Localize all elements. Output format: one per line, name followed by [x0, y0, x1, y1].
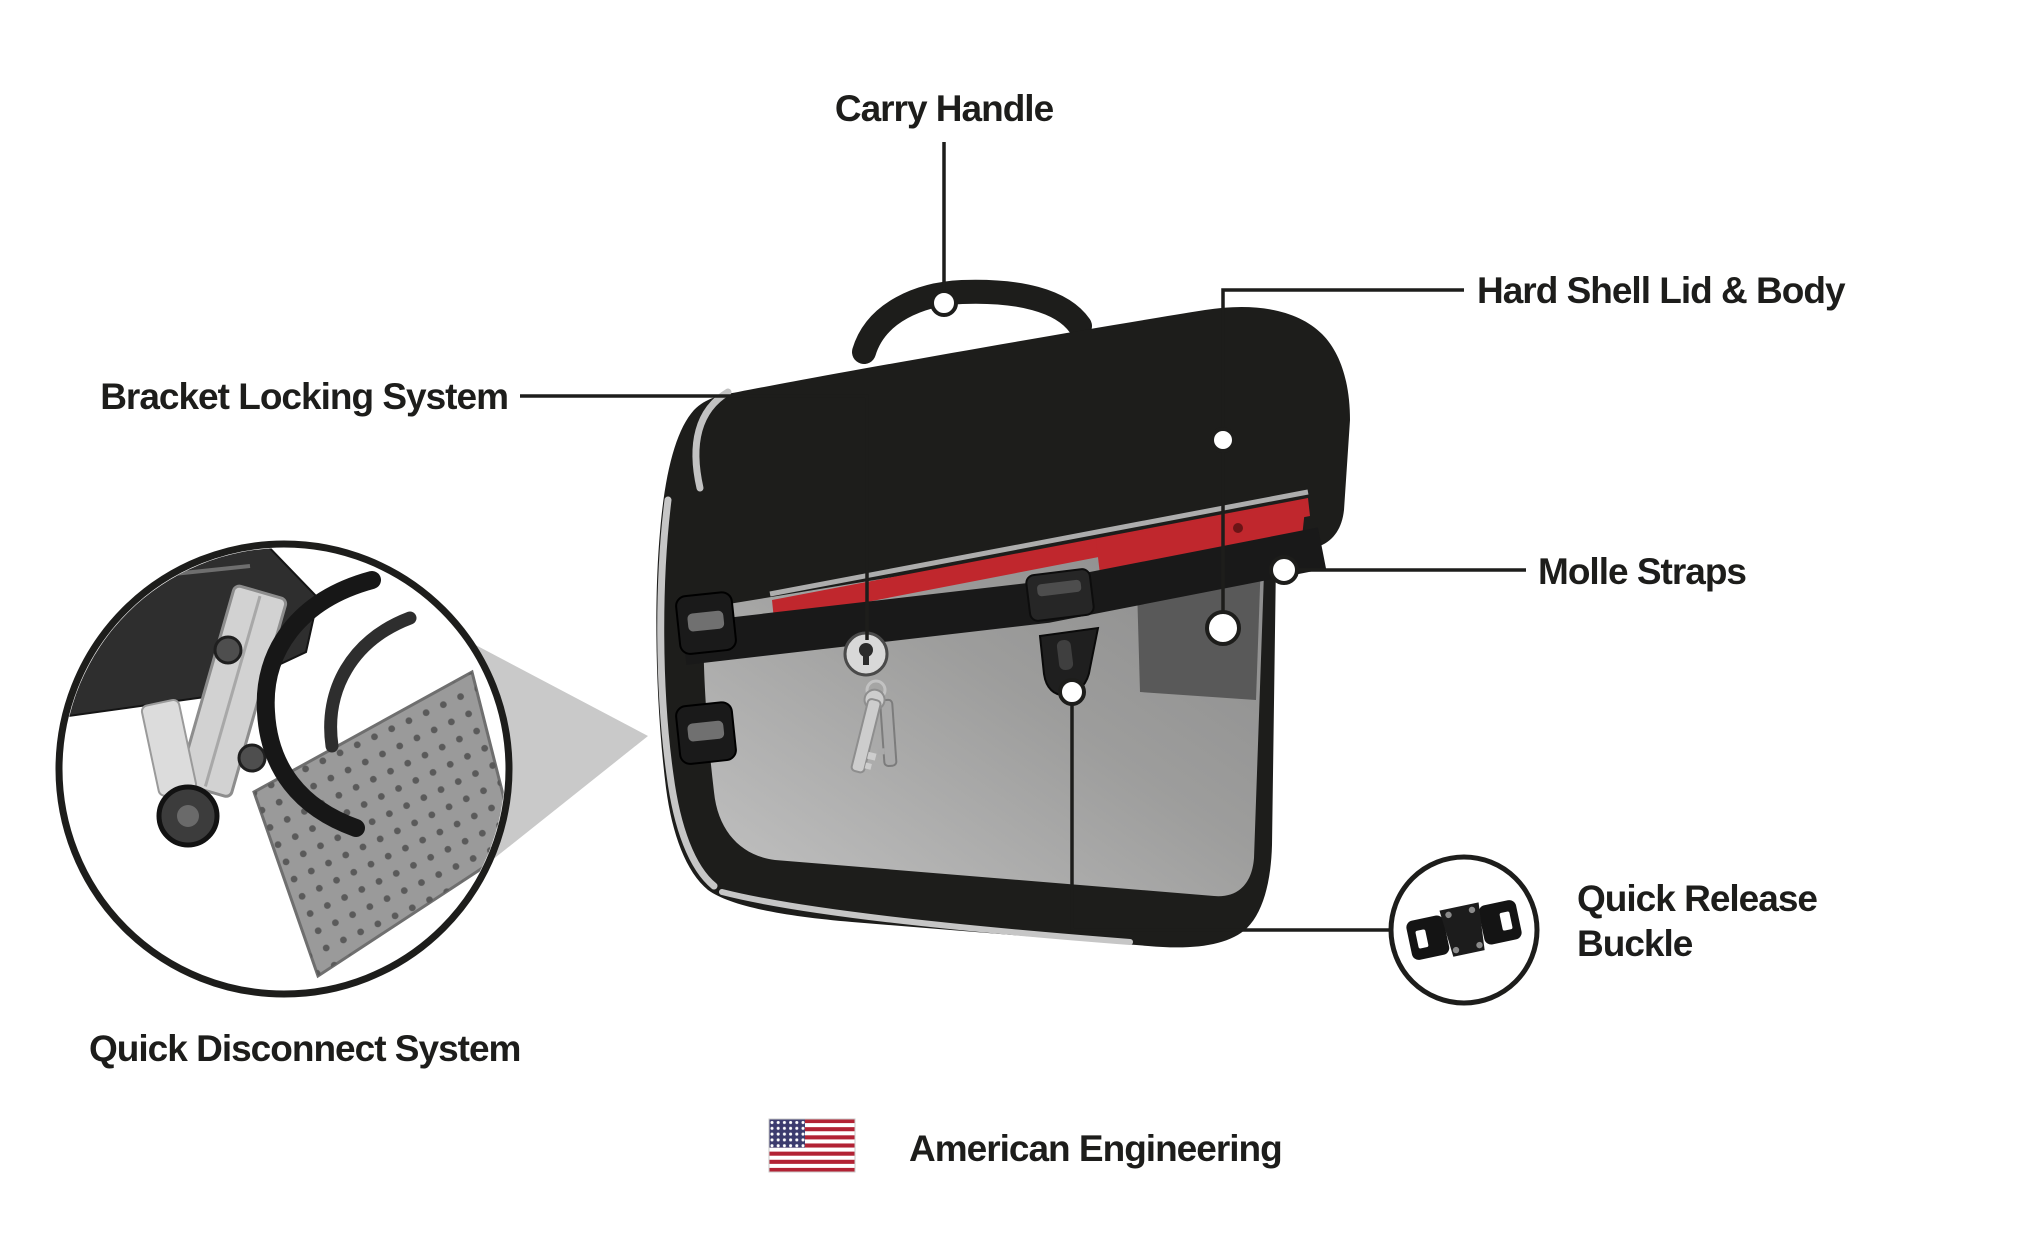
- hard-shell-label: Hard Shell Lid & Body: [1477, 270, 1846, 311]
- carry-handle-marker: [930, 289, 958, 317]
- quick-release-buckle-icon: [1406, 900, 1522, 960]
- bracket-locking-line: [520, 394, 869, 640]
- hard-shell-line: [1221, 288, 1464, 612]
- cam-lock-icon: [843, 631, 889, 677]
- quick-release-label-line2: Buckle: [1577, 923, 1693, 965]
- quick-disconnect-label: Quick Disconnect System: [89, 1028, 521, 1069]
- american-engineering-label: American Engineering: [909, 1128, 1283, 1169]
- saddlebag-illustration: [656, 279, 1350, 948]
- hard-shell-body-marker: [1205, 610, 1241, 646]
- lid-corner-trim: [692, 388, 732, 492]
- quick-release-label-line1: Quick Release: [1577, 878, 1818, 919]
- quick-release-inset: [1388, 854, 1540, 1006]
- bag-bottom-rim: [719, 889, 1133, 945]
- keys-icon: [850, 679, 898, 774]
- annotation-lines: [520, 142, 1526, 932]
- annotation-markers: [930, 289, 1299, 706]
- carry-handle-part: [852, 279, 1092, 364]
- quick-release-line: [1070, 704, 1394, 932]
- carry-handle-label: Carry Handle: [834, 88, 1054, 129]
- strap-loop-lower: [675, 701, 737, 765]
- molle-straps-label: Molle Straps: [1538, 551, 1747, 592]
- red-edge-rivet: [1233, 523, 1243, 533]
- quick-disconnect-inset: [55, 540, 513, 998]
- molle-straps-marker: [1269, 555, 1299, 585]
- quick-release-buckle-label: Quick Release Buckle: [1577, 876, 1818, 966]
- quick-disconnect-inset-ring: [55, 540, 513, 998]
- center-buckle: [1025, 568, 1100, 697]
- quick-release-marker: [1058, 678, 1086, 706]
- bracket-locking-label: Bracket Locking System: [100, 376, 509, 417]
- us-flag-icon: [768, 1118, 856, 1173]
- strap-loop-upper: [675, 591, 737, 655]
- bag-left-rim: [657, 496, 718, 890]
- lid-piping: [769, 489, 1309, 597]
- hard-shell-lid-marker: [1210, 427, 1236, 453]
